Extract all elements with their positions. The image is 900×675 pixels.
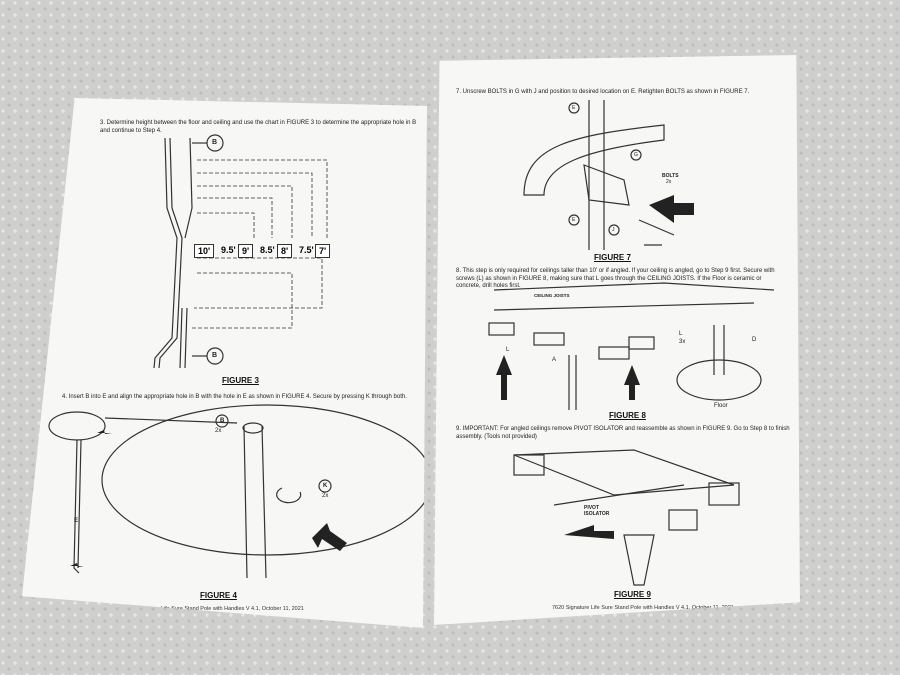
- qty-b: 2x: [215, 428, 222, 434]
- bolts-qty: 2x: [666, 179, 672, 185]
- ceiling-joists-label: CEILING JOISTS: [534, 293, 570, 298]
- height-7-5: 7.5': [299, 245, 314, 255]
- right-footer: 7620 Signature Life Sure Stand Pole with…: [552, 605, 734, 611]
- pivot-isolator-label: PIVOT ISOLATOR: [584, 505, 610, 518]
- label-k: K: [323, 483, 328, 489]
- height-9: 9': [238, 244, 254, 258]
- figure8-caption: FIGURE 8: [609, 411, 646, 420]
- label-g: G: [634, 152, 638, 158]
- label-l-right: L: [679, 331, 683, 337]
- figures-diagram: [488, 100, 775, 586]
- label-e-top: E: [572, 105, 576, 111]
- figure3-diagram: [48, 134, 427, 579]
- height-7: 7': [315, 244, 331, 258]
- label-b-bottom: B: [212, 352, 218, 359]
- label-e: E: [74, 518, 79, 524]
- height-10: 10': [194, 244, 215, 258]
- label-e-bottom: E: [572, 217, 576, 223]
- label-d: D: [752, 337, 757, 343]
- instruction-sheet-right: 7. Unscrew BOLTS in G with J and positio…: [434, 55, 800, 625]
- label-j: J: [612, 227, 615, 233]
- label-a: A: [552, 357, 557, 363]
- height-9-5: 9.5': [221, 245, 236, 255]
- figure9-caption: FIGURE 9: [614, 590, 651, 599]
- left-footer: 7620 Signature Life Sure Stand Pole with…: [122, 606, 304, 612]
- label-b-fig4: B: [220, 418, 225, 424]
- step4-text: 4. Insert B into E and align the appropr…: [62, 394, 407, 400]
- step8-text: 8. This step is only required for ceilin…: [456, 268, 775, 289]
- step9-text: 9. IMPORTANT: For angled ceilings remove…: [456, 426, 790, 440]
- height-8-5: 8.5': [260, 245, 275, 255]
- label-l: L: [506, 347, 510, 353]
- floor-label: Floor: [714, 403, 728, 409]
- label-b-top: B: [212, 139, 218, 146]
- qty-3x: 3x: [679, 339, 686, 345]
- figure7-caption: FIGURE 7: [594, 253, 631, 262]
- qty-k: 2x: [322, 493, 329, 499]
- step3-text: 3. Determine height between the floor an…: [100, 120, 417, 134]
- figure3-caption: FIGURE 3: [222, 376, 259, 385]
- step7-text: 7. Unscrew BOLTS in G with J and positio…: [456, 89, 750, 95]
- height-8: 8': [277, 244, 293, 258]
- instruction-sheet-left: 3. Determine height between the floor an…: [22, 98, 427, 628]
- figure4-caption: FIGURE 4: [200, 591, 237, 600]
- bolts-label: BOLTS: [662, 173, 679, 179]
